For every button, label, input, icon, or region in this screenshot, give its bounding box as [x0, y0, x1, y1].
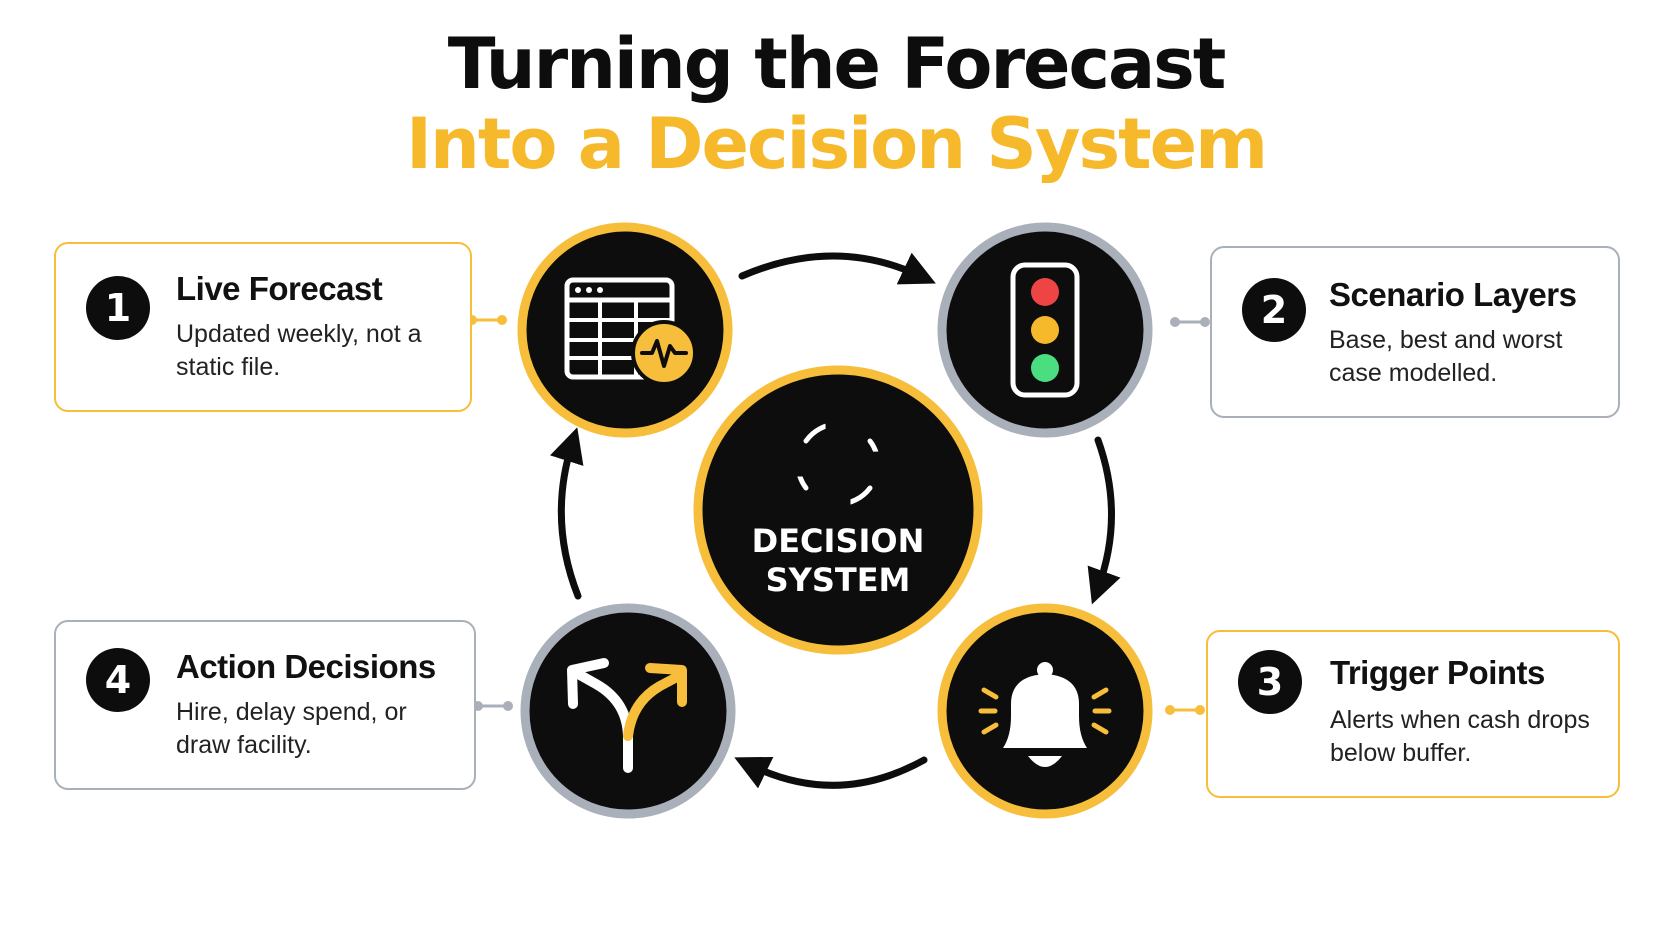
page-title-line-1: Turning the Forecast [447, 23, 1227, 105]
node-1-live-forecast [517, 222, 733, 438]
fork-arrows-icon [567, 658, 687, 773]
step-description: Hire, delay spend, or draw facility. [176, 698, 407, 759]
cycle-arrows-icon [785, 411, 891, 517]
page-title-line-2: Into a Decision System [405, 103, 1268, 185]
arrow-4-to-1 [550, 427, 584, 600]
node-3-trigger-points [937, 603, 1153, 819]
arrow-2-to-3 [1087, 436, 1121, 605]
step-description: Updated weekly, not a static file. [176, 320, 422, 381]
bell-alert-icon [978, 662, 1112, 767]
step-card-1: 1 Live Forecast Updated weekly, not a st… [54, 242, 472, 412]
step-title: Live Forecast [176, 270, 383, 307]
connector-3 [1165, 705, 1205, 715]
connector-4 [473, 701, 513, 711]
step-title: Scenario Layers [1329, 276, 1577, 313]
step-number-badge: 2 [1242, 278, 1306, 342]
traffic-light-icon [1010, 262, 1080, 398]
step-card-3: 3 Trigger Points Alerts when cash drops … [1206, 630, 1620, 798]
node-4-action-decisions [520, 603, 736, 819]
center-node [693, 365, 983, 655]
connector-2 [1170, 317, 1210, 327]
node-2-scenario-layers [937, 222, 1153, 438]
step-description: Alerts when cash drops below buffer. [1330, 706, 1590, 767]
arrow-1-to-2 [738, 252, 936, 285]
step-title: Action Decisions [176, 648, 436, 685]
step-card-2: 2 Scenario Layers Base, best and worst c… [1210, 246, 1620, 418]
connector-1 [467, 315, 507, 325]
spreadsheet-pulse-icon [564, 277, 697, 386]
step-card-4: 4 Action Decisions Hire, delay spend, or… [54, 620, 476, 790]
step-number-badge: 3 [1238, 650, 1302, 714]
step-title: Trigger Points [1330, 654, 1545, 691]
step-number-badge: 4 [86, 648, 150, 712]
step-number-badge: 1 [86, 276, 150, 340]
arrow-3-to-4 [734, 756, 928, 789]
step-description: Base, best and worst case modelled. [1329, 326, 1563, 387]
